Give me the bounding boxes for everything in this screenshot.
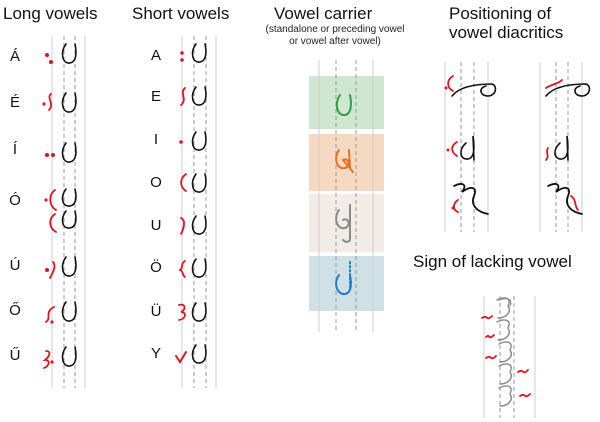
lacking-vowel-panel — [481, 296, 536, 418]
letter-long-u-double-acute: Ű — [9, 347, 21, 364]
letter-long-e: É — [9, 94, 20, 111]
glyph-short-i — [179, 131, 207, 151]
letter-short-y: Y — [150, 345, 161, 362]
positioning-panel — [444, 62, 591, 232]
carrier-glyph-gray — [335, 204, 351, 243]
glyph-short-oe — [178, 258, 207, 278]
long-vowels-guides — [51, 36, 86, 388]
letter-short-e: E — [150, 88, 161, 105]
glyph-short-u — [180, 215, 207, 235]
glyph-long-o-double-acute — [45, 301, 77, 324]
carrier-glyph-orange — [335, 149, 354, 173]
glyph-long-o — [44, 188, 77, 233]
glyph-short-ue — [178, 302, 207, 322]
glyph-long-a — [45, 43, 77, 64]
letter-short-i: I — [153, 131, 159, 148]
letter-short-ue: Ü — [150, 303, 162, 320]
letter-long-o-double-acute: Ő — [9, 302, 21, 319]
glyph-short-e — [180, 86, 207, 106]
glyph-long-i — [45, 142, 77, 163]
glyph-long-u-double-acute — [42, 346, 77, 369]
letter-long-a: Á — [9, 48, 20, 65]
vowel-carrier-panel — [309, 60, 384, 332]
carrier-band-orange — [309, 134, 384, 191]
glyph-short-y — [175, 344, 207, 364]
vowel-carrier-note: (standalone or preceding vowel or vowel … — [265, 24, 405, 47]
vowel-carrier-title: Vowel carrier — [274, 4, 373, 23]
short-vowel-glyphs — [175, 43, 207, 364]
letter-short-o: O — [150, 174, 162, 191]
positioning-glyphs — [444, 75, 591, 215]
carrier-glyph-green — [335, 94, 352, 117]
long-vowels-title: Long vowels — [3, 4, 98, 23]
short-vowels-title: Short vowels — [132, 4, 230, 23]
letter-long-o: Ó — [9, 192, 21, 209]
glyph-short-o — [180, 173, 207, 193]
lacking-glyphs — [481, 297, 531, 407]
carrier-band-blue — [309, 256, 384, 311]
letter-long-u: Ú — [9, 257, 21, 274]
long-vowel-glyphs — [42, 43, 77, 369]
positioning-title: Positioning of vowel diacritics — [449, 4, 564, 42]
letter-short-u: U — [150, 217, 162, 234]
letter-short-a: A — [150, 47, 161, 64]
lacking-guides — [483, 296, 536, 418]
lacking-vowel-title: Sign of lacking vowel — [413, 252, 572, 271]
short-vowels-guides — [181, 36, 217, 388]
letter-short-oe: Ö — [150, 259, 162, 276]
letter-long-i: Í — [12, 141, 18, 158]
glyph-long-u — [45, 256, 77, 279]
glyph-long-e — [42, 92, 77, 113]
glyph-short-a — [180, 43, 207, 63]
carrier-band-green — [309, 76, 384, 129]
